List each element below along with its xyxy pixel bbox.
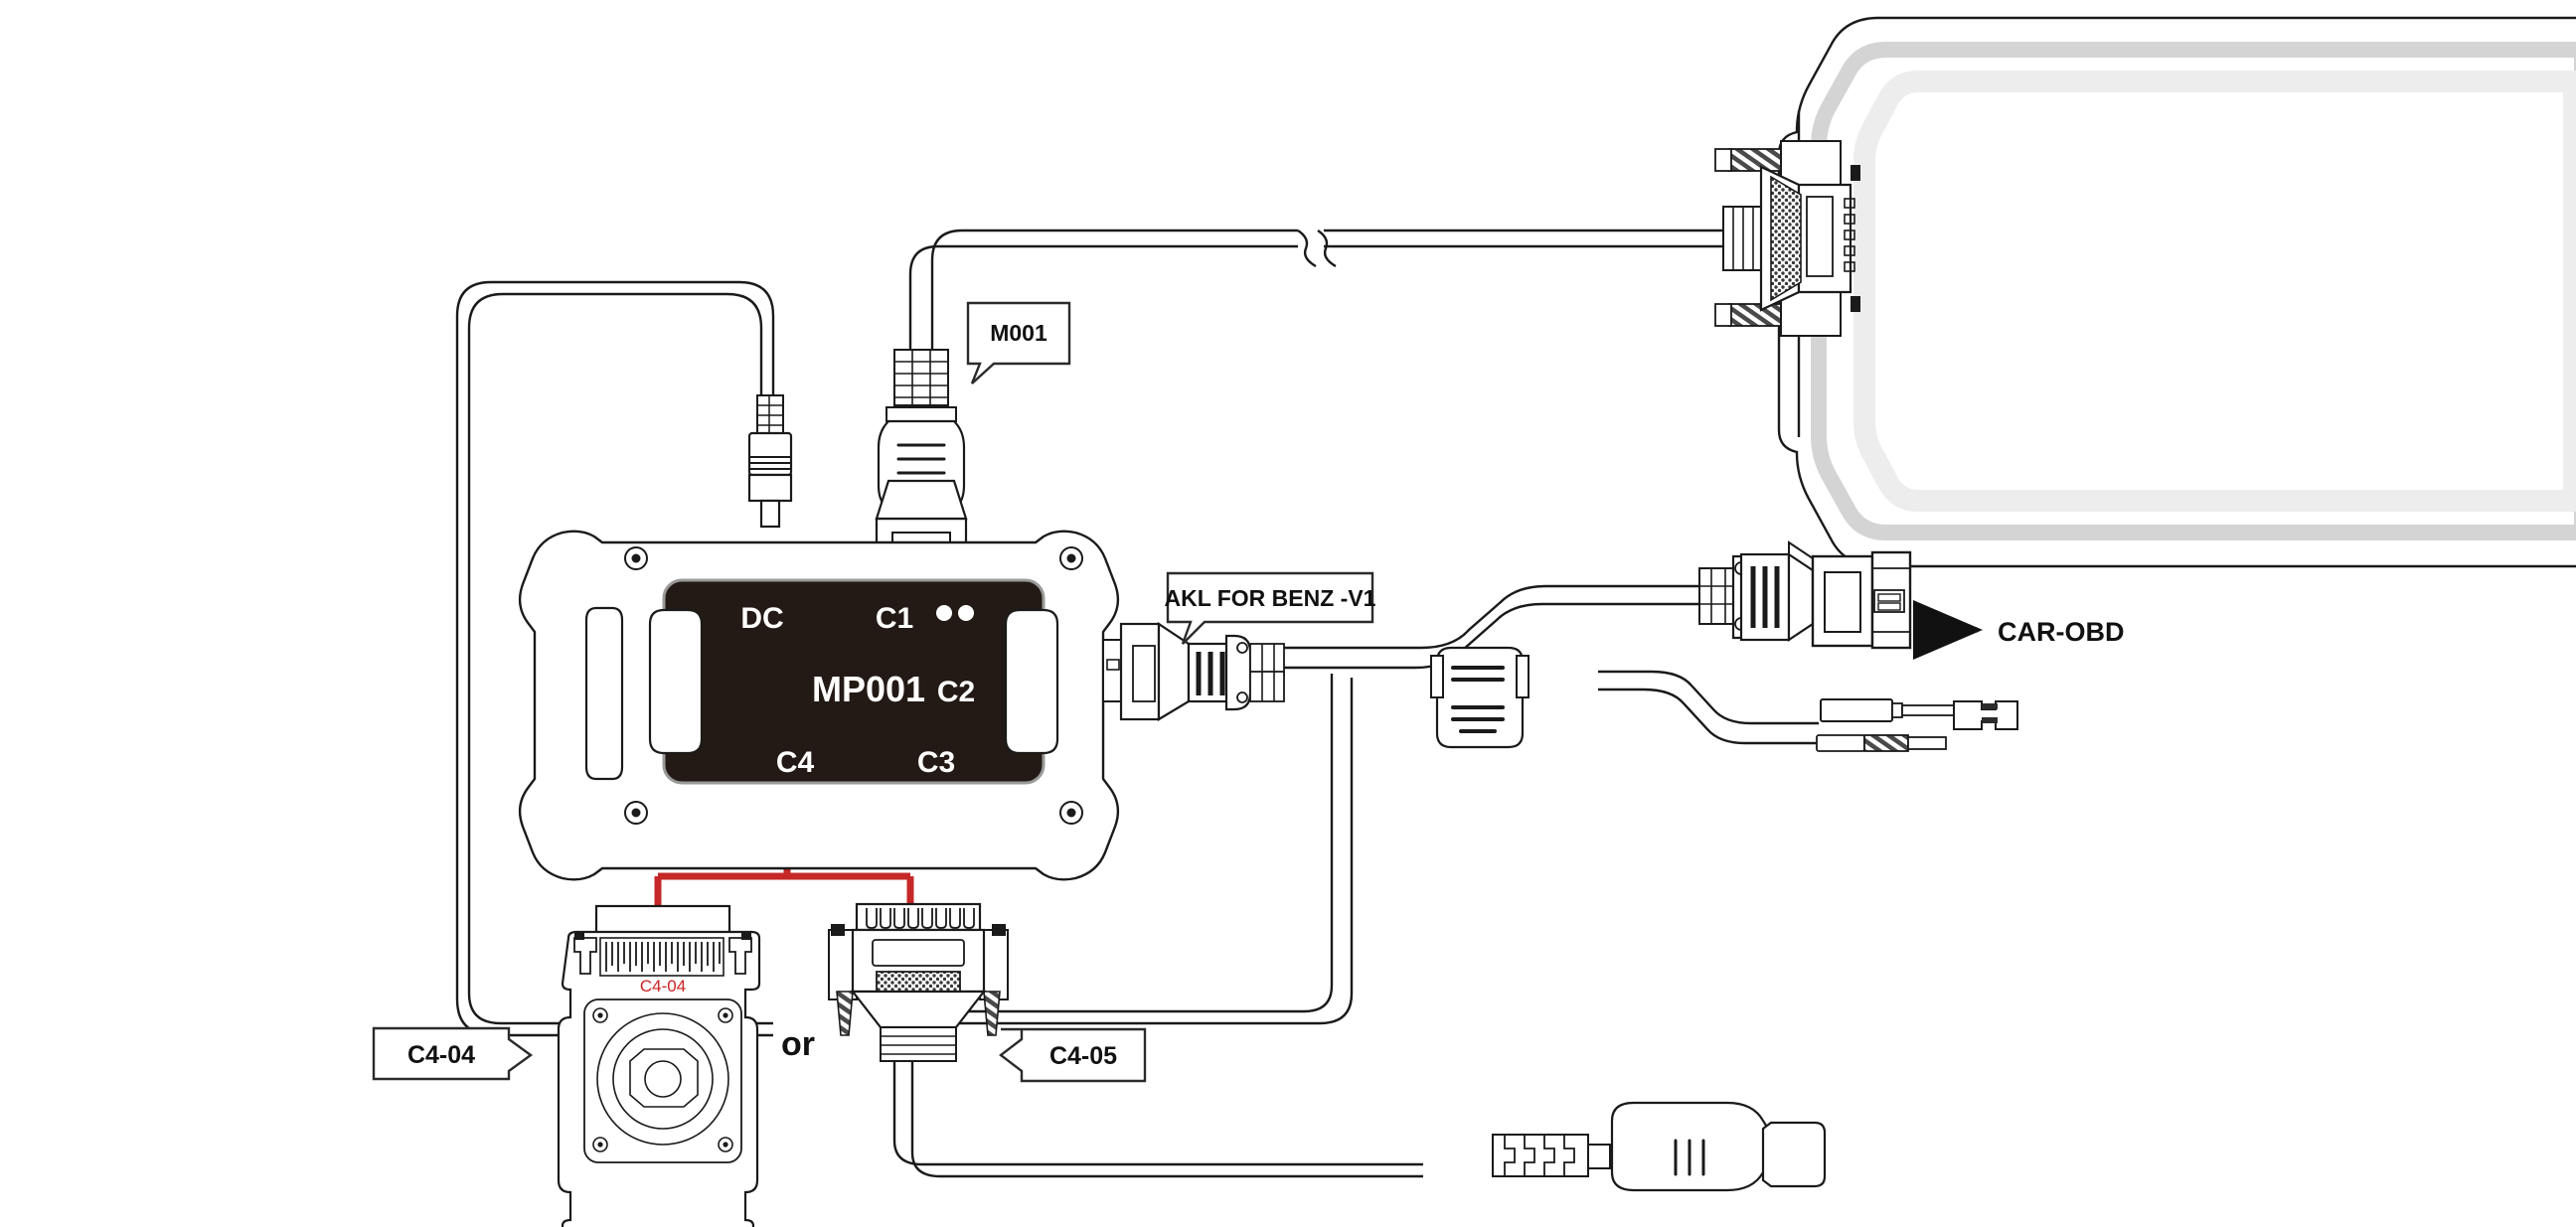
- tablet-db-connector: [1714, 140, 1860, 337]
- port-label-c4: C4: [776, 746, 815, 779]
- car-obd-label: CAR-OBD: [1998, 617, 2125, 647]
- port-label-c2: C2: [937, 676, 975, 708]
- cable-break-symbol: [1297, 230, 1337, 268]
- callout-akl-label: AKL FOR BENZ -V1: [1165, 585, 1376, 611]
- mp001-device: DC C1 MP001 C2 C4 C3: [518, 530, 1120, 881]
- led-indicator-2: [958, 605, 974, 621]
- cable-harness: [455, 229, 1819, 1178]
- bottom-cable-plug: [1492, 1101, 1827, 1192]
- obd-cable-clamp: [1430, 646, 1530, 749]
- callout-c404: C4-04: [372, 1026, 534, 1081]
- m001-cable: [908, 229, 1724, 350]
- device-screws: [624, 546, 1083, 825]
- c404-silkscreen-label: C4-04: [640, 977, 686, 996]
- callout-m001-label: M001: [990, 320, 1047, 346]
- callout-c405-label: C4-05: [1049, 1042, 1117, 1070]
- led-indicator-1: [936, 605, 952, 621]
- c404-adapter: C4-04: [557, 904, 761, 1227]
- c404-plate-screws: [592, 1007, 733, 1152]
- port-label-c1: C1: [876, 602, 913, 635]
- akl-adapter-connector: [1102, 621, 1285, 721]
- akl-obd-cable: [1280, 584, 1703, 670]
- or-separator-label: or: [781, 1025, 815, 1063]
- car-obd-connector: [1698, 540, 1912, 650]
- callout-m001: M001: [966, 301, 1071, 384]
- car-obd-annotation: CAR-OBD: [1913, 600, 2125, 660]
- diagnostic-tablet: [1777, 16, 2576, 568]
- c405-db-connector: [828, 902, 1009, 1062]
- callout-akl-for-benz-v1: AKL FOR BENZ -V1: [1165, 571, 1376, 645]
- c405-routing-cable: [896, 674, 1354, 1025]
- callout-c405: C4-05: [999, 1027, 1147, 1083]
- obd-probe-leads: [1816, 698, 2018, 752]
- port-label-c3: C3: [917, 746, 955, 779]
- port-label-dc: DC: [740, 602, 783, 635]
- c405-bottom-cable: [892, 1055, 1423, 1178]
- device-model-label: MP001: [812, 669, 925, 709]
- callout-c404-label: C4-04: [407, 1041, 475, 1069]
- dc-power-plug: [747, 394, 793, 529]
